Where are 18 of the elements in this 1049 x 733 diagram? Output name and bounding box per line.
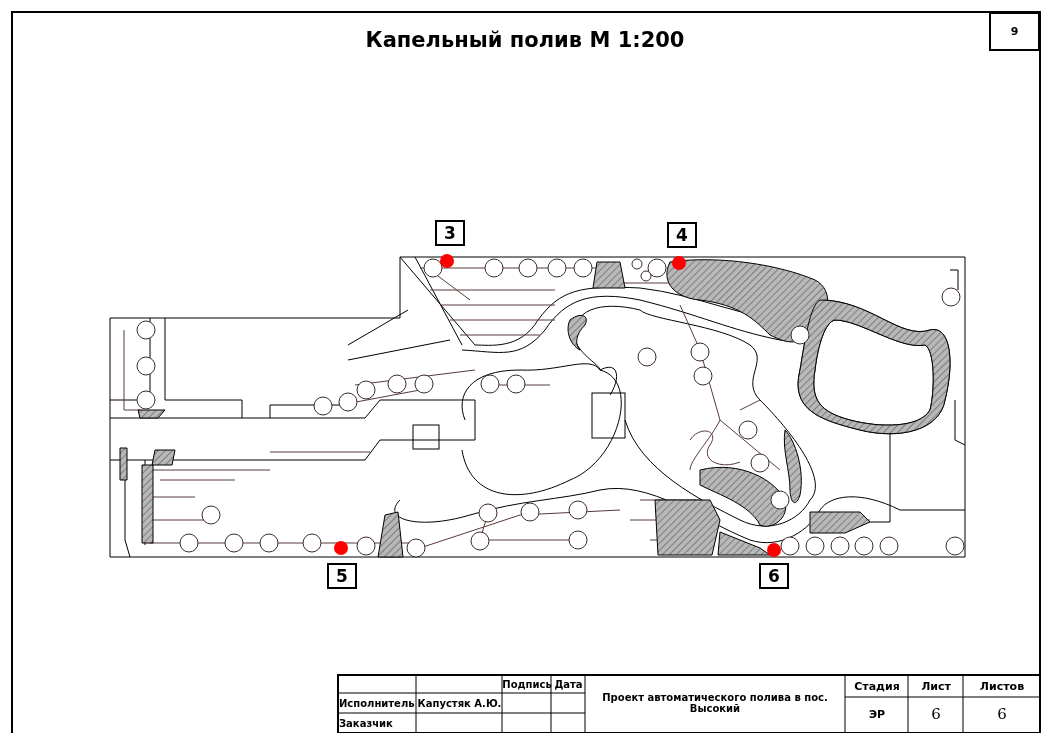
role-label: Исполнитель [339, 697, 416, 711]
callout-number: 4 [667, 222, 697, 248]
sheet-number: 6 [930, 704, 942, 725]
sheet-number: 9 [989, 12, 1040, 51]
column-heading: Стадия [853, 678, 901, 695]
column-heading: Листов [978, 678, 1026, 695]
sheet-count: 6 [996, 704, 1008, 725]
callout-number: 6 [759, 563, 789, 589]
column-heading: Подпись [503, 677, 551, 692]
drawing-title: Капельный полив М 1:200 [364, 27, 686, 54]
callout-number: 5 [327, 563, 357, 589]
role-label: Заказчик [339, 717, 394, 731]
column-heading: Лист [920, 678, 952, 695]
author-name: Капустяк А.Ю. [417, 697, 502, 711]
column-heading: Дата [553, 677, 584, 692]
callout-number: 3 [435, 220, 465, 246]
project-title: Проект автоматического полива в пос. Высокий [601, 691, 829, 716]
stage-code: ЭР [867, 706, 887, 723]
